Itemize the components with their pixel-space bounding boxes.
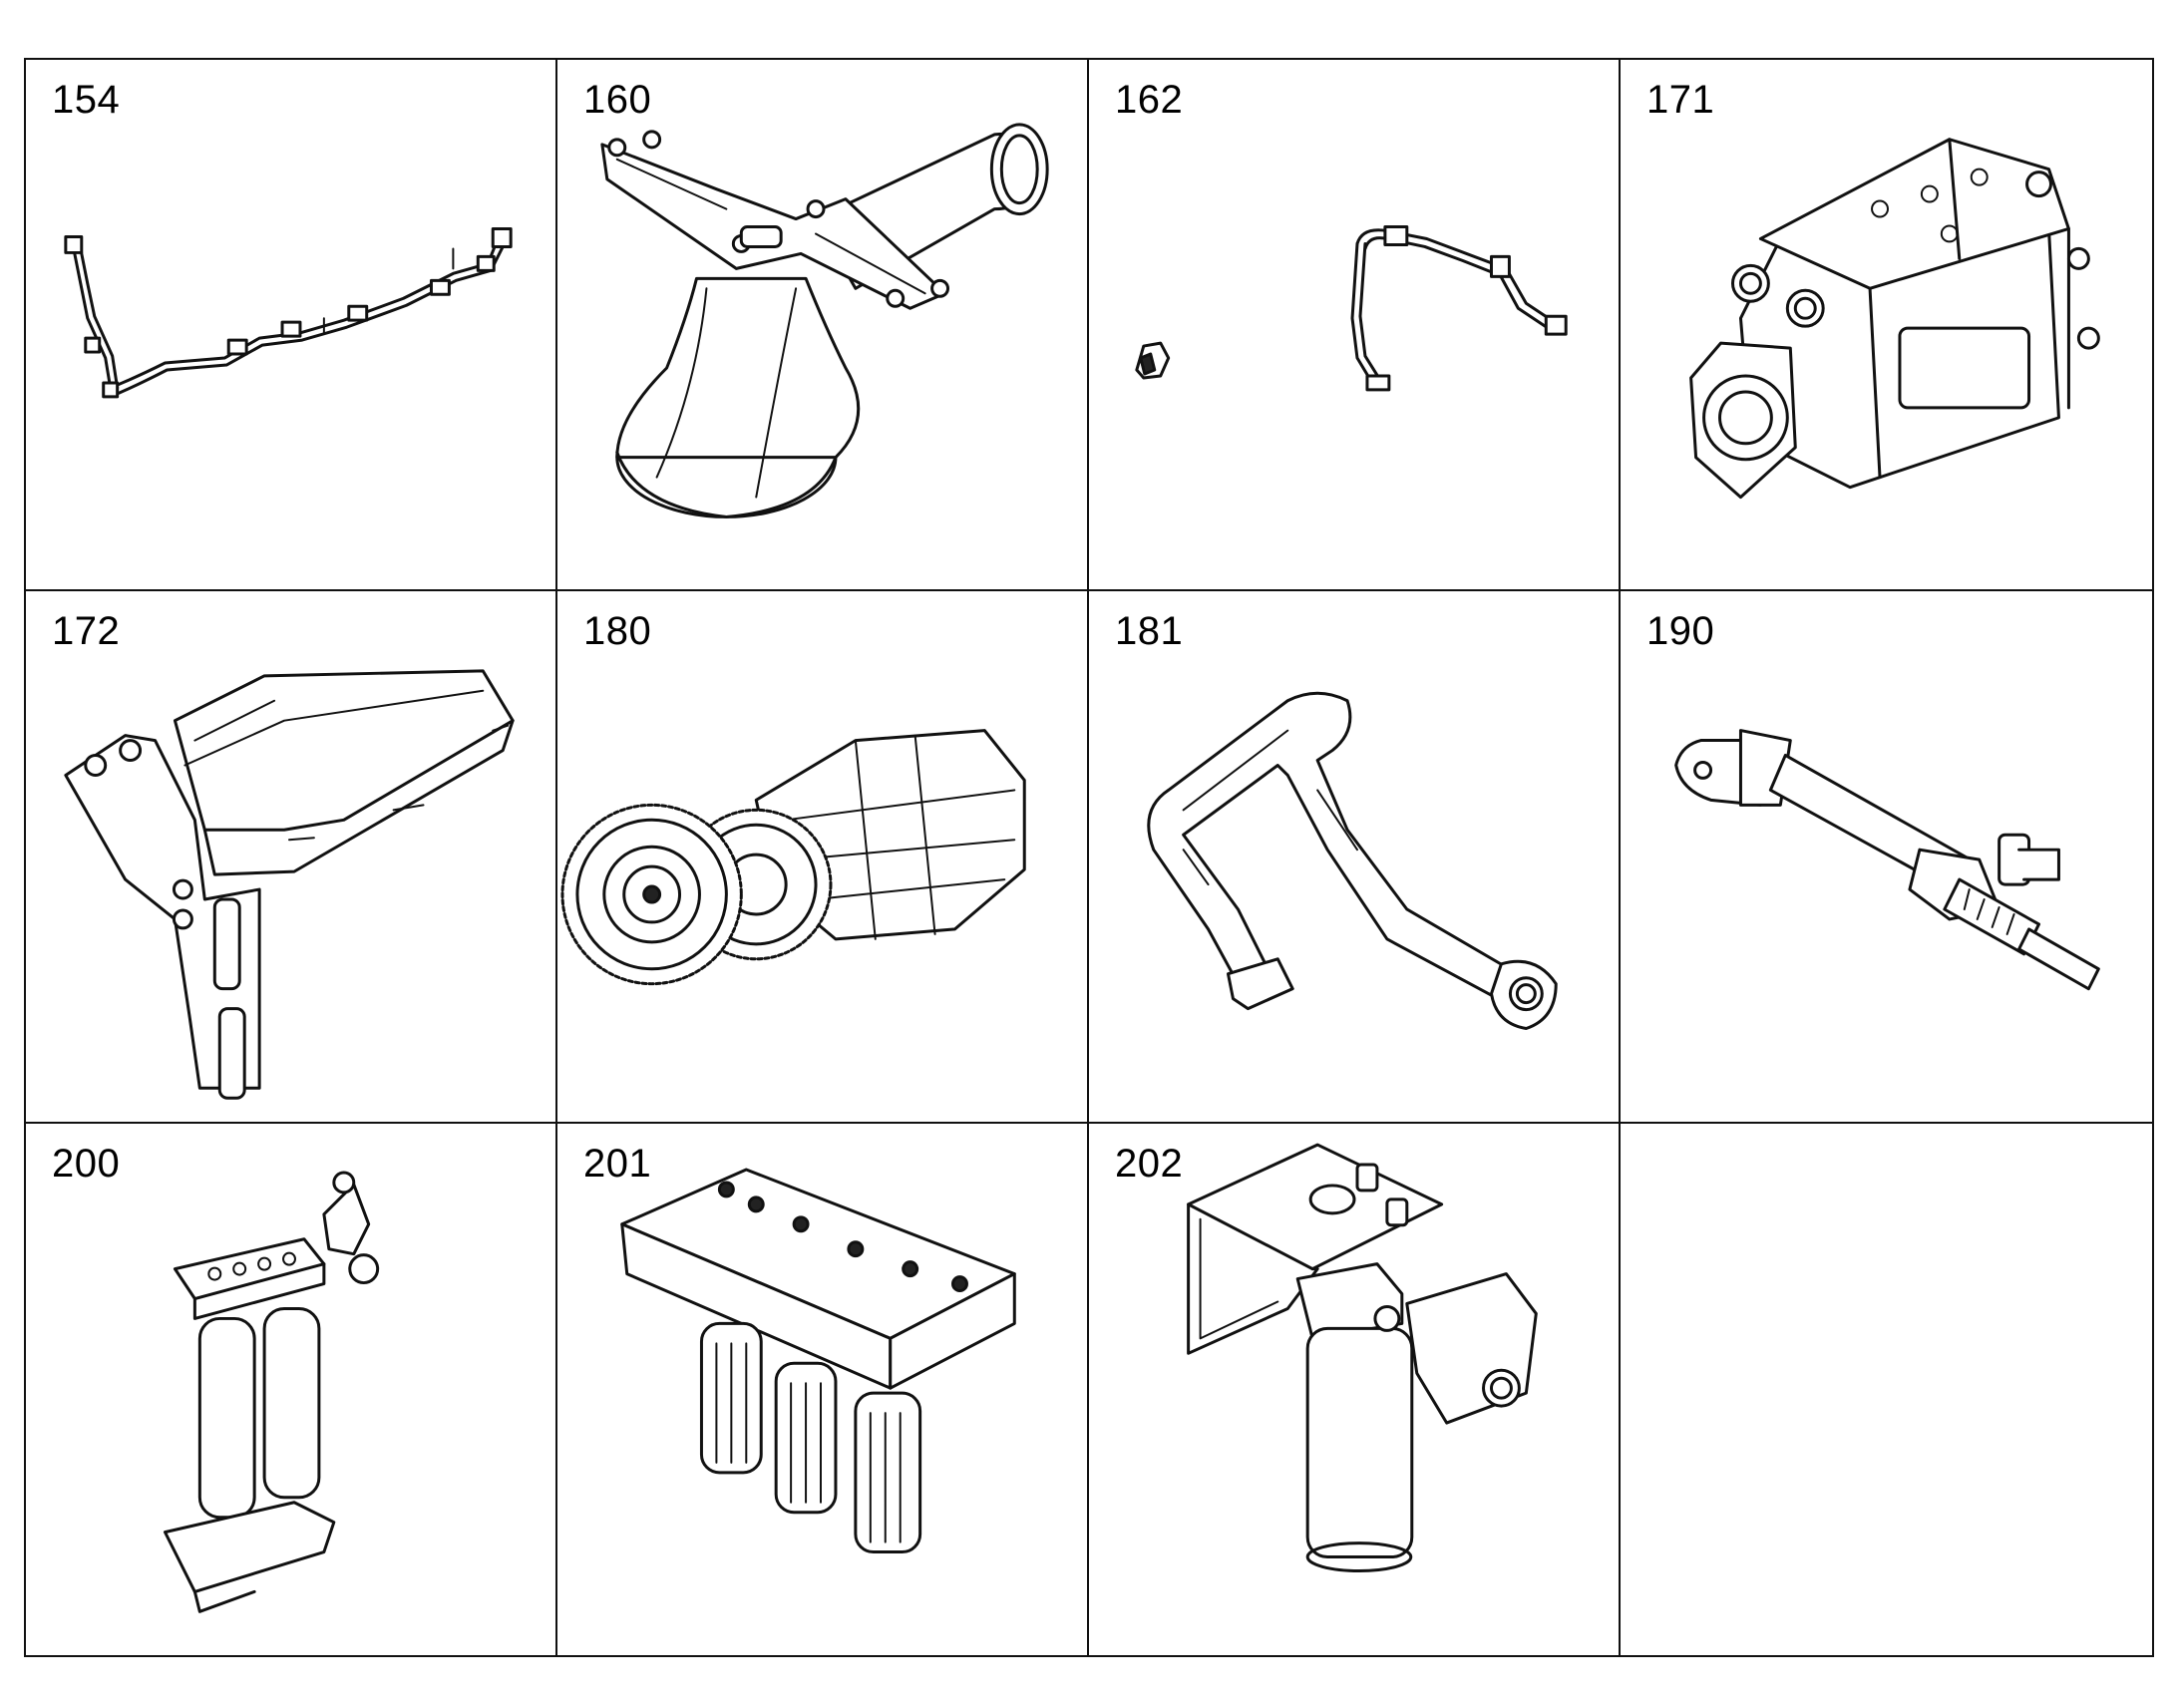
- part-number: 172: [52, 609, 121, 654]
- part-cell-202[interactable]: 202: [1089, 1123, 1621, 1655]
- part-number: 200: [52, 1141, 121, 1186]
- part-number: 154: [52, 78, 121, 122]
- part-cell-171[interactable]: 171: [1621, 60, 2152, 592]
- part-cell-181[interactable]: 181: [1089, 591, 1621, 1124]
- part-number: 160: [583, 78, 652, 122]
- bent-pipe-icon: [1147, 692, 1558, 1031]
- part-number: 202: [1115, 1141, 1184, 1186]
- part-number: 171: [1646, 78, 1715, 122]
- injection-pump-icon: [1689, 138, 2100, 500]
- injection-line-icon: [1135, 225, 1568, 392]
- triple-fuel-filter-icon: [620, 1168, 1016, 1553]
- injector-icon: [1674, 729, 2100, 991]
- part-cell-154[interactable]: 154: [26, 60, 557, 592]
- part-cell-160[interactable]: 160: [557, 60, 1089, 592]
- gear-drive-icon: [560, 729, 1026, 986]
- fuel-pipe-assembly-icon: [64, 227, 513, 399]
- empty-cell: [1621, 1123, 2152, 1655]
- parts-catalog-grid: 154 160: [24, 58, 2154, 1657]
- single-fuel-filter-icon: [1187, 1143, 1538, 1572]
- cover-bracket-icon: [64, 669, 515, 1101]
- part-number: 181: [1115, 609, 1184, 654]
- part-cell-180[interactable]: 180: [557, 591, 1089, 1124]
- part-cell-201[interactable]: 201: [557, 1123, 1089, 1655]
- part-number: 162: [1115, 78, 1184, 122]
- part-cell-190[interactable]: 190: [1621, 591, 2152, 1124]
- part-cell-172[interactable]: 172: [26, 591, 557, 1124]
- intake-housing-icon: [600, 123, 1049, 518]
- part-cell-162[interactable]: 162: [1089, 60, 1621, 592]
- part-number: 190: [1646, 609, 1715, 654]
- part-number: 180: [583, 609, 652, 654]
- dual-fuel-filter-icon: [163, 1171, 380, 1613]
- part-cell-200[interactable]: 200: [26, 1123, 557, 1655]
- part-number: 201: [583, 1141, 652, 1186]
